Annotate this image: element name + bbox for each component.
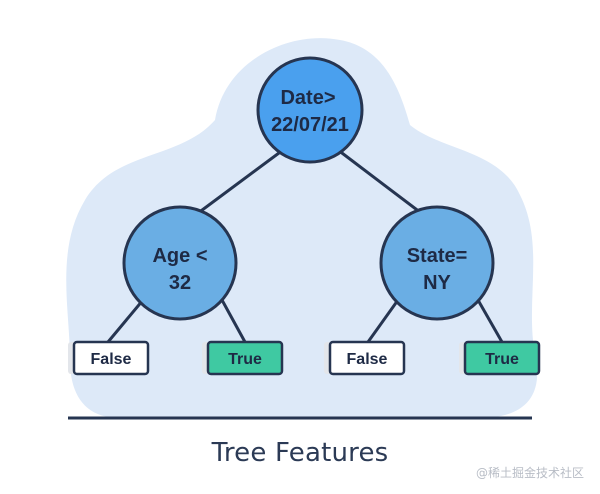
- background-blob: [66, 38, 538, 419]
- right-node-label-line2: NY: [423, 272, 451, 294]
- watermark: @稀土掘金技术社区: [475, 466, 584, 480]
- diagram-caption: Tree Features: [211, 438, 389, 468]
- root-node: Date> 22/07/21: [256, 56, 364, 164]
- edge-right-false: [366, 299, 400, 343]
- edge-right-true: [476, 299, 504, 343]
- root-node-label-line1: Date>: [280, 87, 335, 109]
- left-node-label-line1: Age <: [152, 245, 207, 267]
- leaf-left-true: True: [202, 340, 284, 376]
- edge-left-true: [220, 299, 247, 343]
- root-node-label-line2: 22/07/21: [271, 114, 349, 136]
- right-node-label-line1: State=: [407, 245, 468, 267]
- leaf-right-false-label: False: [347, 351, 388, 368]
- right-node: State= NY: [379, 205, 495, 321]
- leaf-left-false-label: False: [91, 351, 132, 368]
- leaf-right-true-label: True: [485, 351, 519, 368]
- leaf-left-true-label: True: [228, 351, 262, 368]
- left-node-label-line2: 32: [169, 272, 191, 294]
- left-node: Age < 32: [122, 205, 238, 321]
- leaf-left-false: False: [68, 340, 150, 376]
- leaf-right-false: False: [324, 340, 406, 376]
- edge-left-false: [106, 299, 145, 343]
- leaf-right-true: True: [459, 340, 541, 376]
